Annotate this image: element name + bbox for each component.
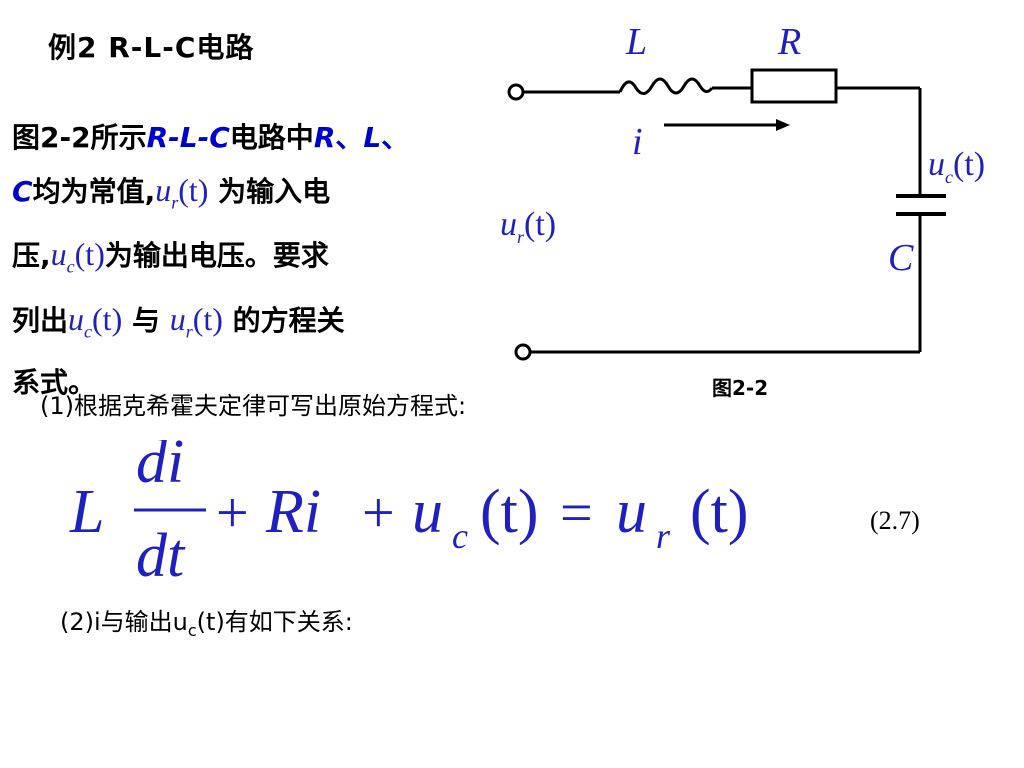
step-1-text: (1)根据克希霍夫定律可写出原始方程式: [40, 392, 467, 420]
figure-caption: 图2-2 [712, 376, 769, 400]
resistor-box [750, 68, 838, 104]
eq-sub-r: r [656, 516, 671, 556]
desc-text-2: 电路中 [229, 121, 314, 154]
sep-1: 、 [335, 121, 364, 154]
circuit-diagram [507, 68, 946, 361]
equation-2-7: L di dt + Ri + u c (t) = u r (t) [69, 440, 749, 590]
r-term: R [313, 121, 336, 154]
uc-symbol-1: uc(t) [50, 236, 105, 277]
ur-symbol-2: ur(t) [169, 300, 223, 342]
eq-t-2: (t) [690, 478, 749, 546]
eq-plus-1: + [216, 480, 249, 545]
eq-Ri: Ri [265, 478, 321, 546]
eq-sub-c: c [452, 516, 468, 556]
desc-text-9: 的方程关 [222, 303, 345, 337]
input-terminal-top [507, 83, 525, 101]
slide-title: 例2 R-L-C电路 [48, 31, 255, 64]
desc-text-5: 压, [12, 239, 51, 273]
eq-L: L [69, 478, 104, 546]
desc-text-6: 为输出电压。要求 [104, 239, 329, 273]
label-R: R [778, 21, 802, 63]
sep-2: 、 [381, 121, 410, 154]
equation-number: (2.7) [870, 506, 920, 535]
label-i: i [632, 121, 643, 163]
desc-text-1: 图2-2所示 [12, 121, 147, 154]
desc-text-4: 为输入电 [208, 175, 331, 208]
desc-text-10: 系式。 [12, 366, 97, 400]
inductor-coil [618, 77, 714, 95]
label-uc: uc(t) [928, 146, 986, 187]
rlc-term: R-L-C [146, 121, 230, 154]
l-term: L [363, 121, 382, 154]
desc-text-8: 与 [122, 303, 170, 337]
problem-description: 图2-2所示R-L-C电路中R、L、 C均为常值,ur(t) 为输入电 压,uc… [12, 112, 482, 409]
desc-text-3: 均为常值, [32, 175, 156, 208]
current-arrow-head [776, 119, 790, 131]
eq-equals: = [560, 480, 593, 545]
label-ur: ur(t) [500, 206, 557, 247]
eq-u-c: u [412, 478, 443, 546]
eq-plus-2: + [362, 480, 395, 545]
desc-text-7: 列出 [12, 303, 69, 337]
uc-symbol-2: uc(t) [68, 300, 123, 342]
eq-u-r: u [616, 478, 647, 546]
label-L: L [626, 21, 648, 63]
eq-t-1: (t) [480, 478, 539, 546]
label-C: C [888, 237, 914, 279]
step-2-text: (2)i与输出uc(t)有如下关系: [60, 608, 353, 640]
c-term: C [12, 175, 33, 208]
ur-symbol-1: ur(t) [155, 172, 209, 213]
eq-denominator: dt [136, 522, 186, 590]
eq-numerator: di [136, 440, 184, 496]
input-terminal-bottom [514, 343, 532, 361]
